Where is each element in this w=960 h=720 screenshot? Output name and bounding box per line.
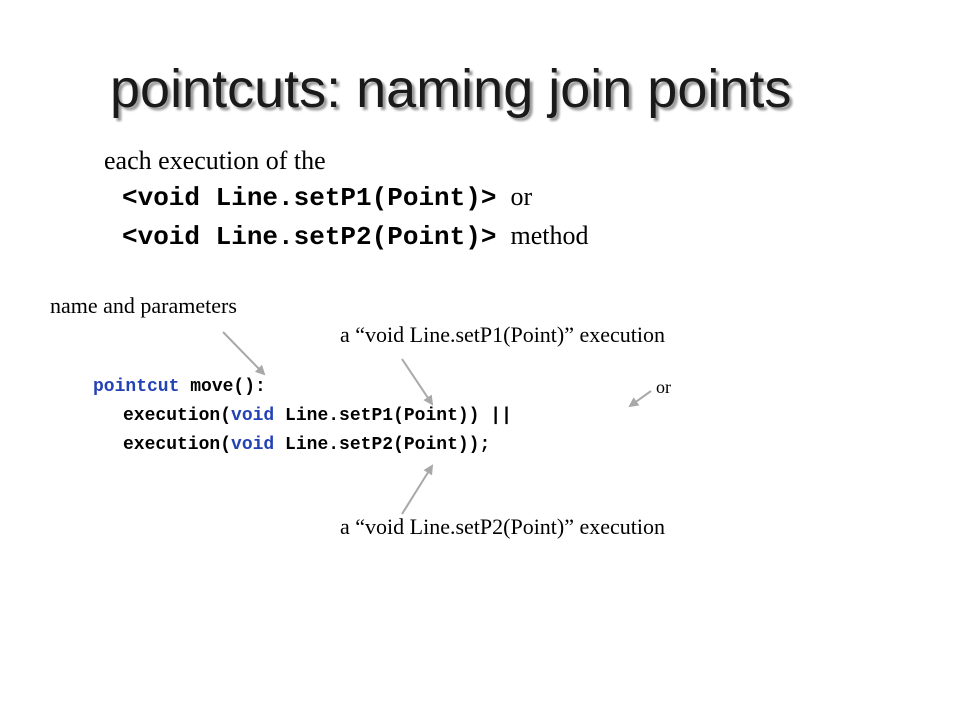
arrow-or-to-pipes bbox=[628, 390, 652, 408]
description-line-2: <void Line.setP1(Point)> or bbox=[122, 182, 532, 213]
keyword-void: void bbox=[231, 435, 275, 455]
code-text: execution( bbox=[123, 406, 232, 426]
method-word: method bbox=[510, 221, 589, 250]
annotation-or: or bbox=[656, 377, 671, 397]
keyword-void: void bbox=[231, 406, 275, 426]
setp1-signature: <void Line.setP1(Point)> bbox=[122, 183, 497, 213]
code-text: move(): bbox=[179, 377, 266, 397]
arrow-name-to-move bbox=[222, 331, 266, 376]
arrow-setp1-to-code bbox=[401, 358, 434, 406]
keyword-pointcut: pointcut bbox=[93, 377, 180, 397]
code-line-pointcut: pointcut move(): bbox=[93, 377, 266, 397]
annotation-setp1-execution: a “void Line.setP1(Point)” execution bbox=[340, 322, 666, 347]
annotation-setp2-execution: a “void Line.setP2(Point)” execution bbox=[340, 514, 666, 539]
arrow-setp2-to-code bbox=[401, 464, 434, 515]
code-text: Line.setP1(Point)) || bbox=[274, 406, 512, 426]
setp2-signature: <void Line.setP2(Point)> bbox=[122, 222, 497, 252]
code-line-execution-setp2: execution(void Line.setP2(Point)); bbox=[123, 435, 490, 455]
or-word: or bbox=[510, 182, 533, 211]
slide-title: pointcuts: naming join points bbox=[110, 59, 792, 119]
code-text: execution( bbox=[123, 435, 232, 455]
description-line-1: each execution of the bbox=[104, 146, 326, 175]
annotation-name-and-parameters: name and parameters bbox=[50, 293, 237, 318]
code-text: Line.setP2(Point)); bbox=[274, 435, 491, 455]
code-line-execution-setp1: execution(void Line.setP1(Point)) || bbox=[123, 406, 512, 426]
description-line-3: <void Line.setP2(Point)> method bbox=[122, 221, 588, 252]
